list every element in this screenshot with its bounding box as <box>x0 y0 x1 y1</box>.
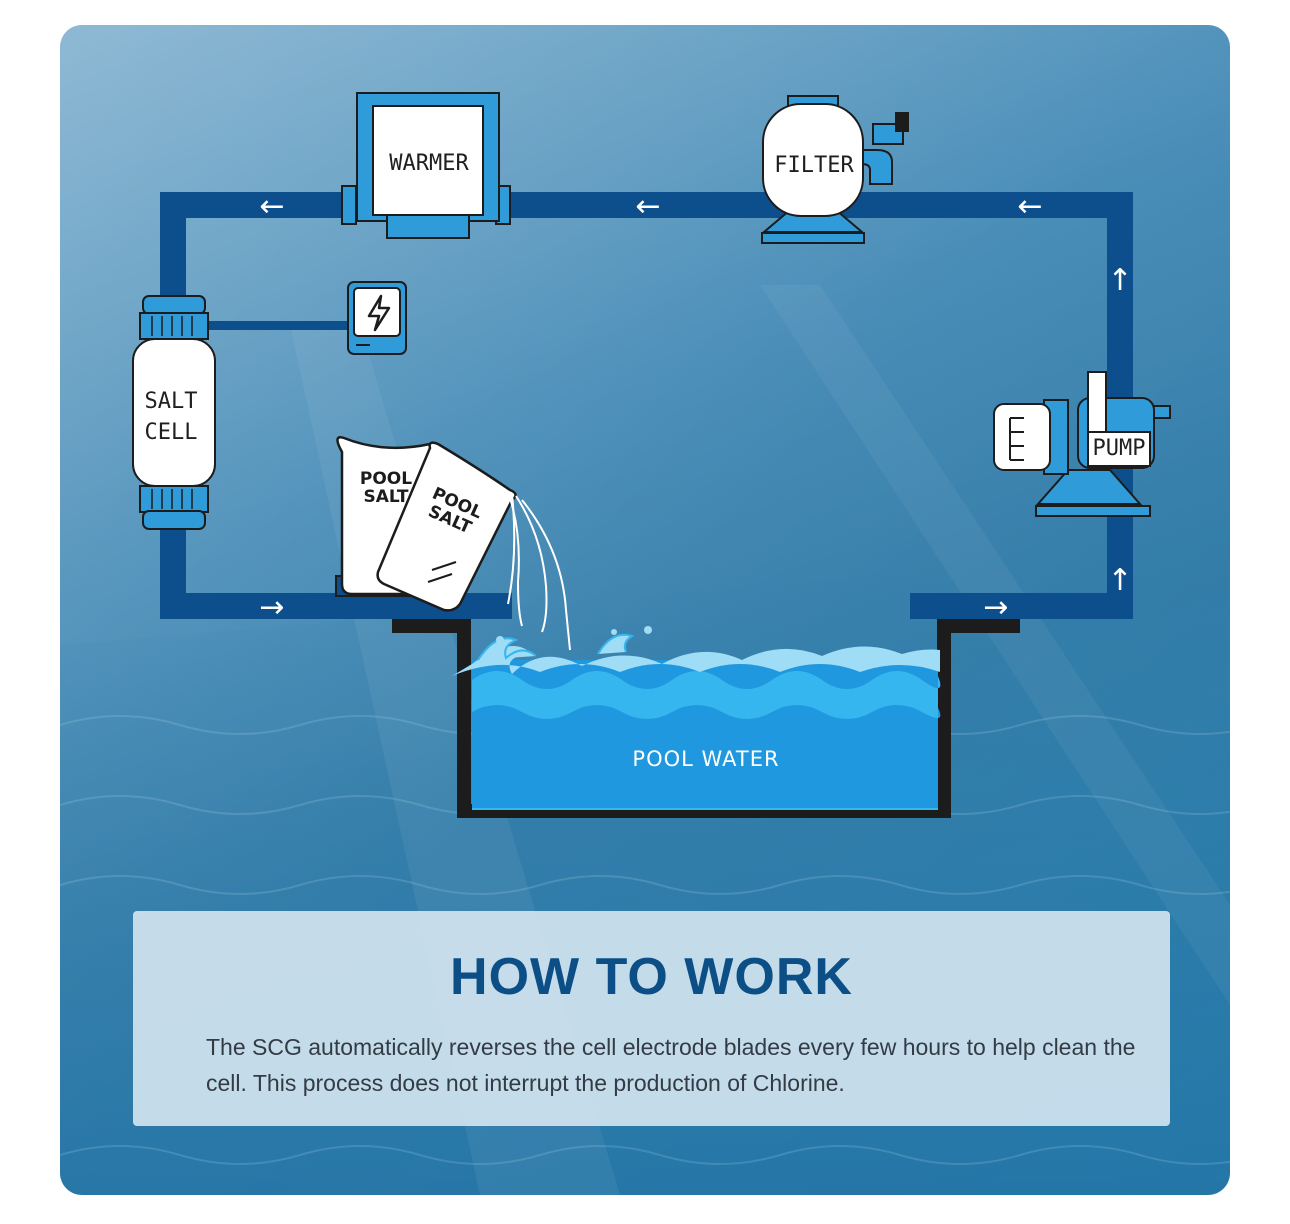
flow-arrow-up-1: ↑ <box>1107 263 1132 298</box>
filter-label: FILTER <box>774 153 854 178</box>
flow-arrow-left-2: ← <box>635 189 660 224</box>
salt-cell-label-line2: CELL <box>145 420 198 445</box>
salt-bag-back-label-line2: SALT <box>363 487 408 507</box>
pump-label: PUMP <box>1093 436 1146 461</box>
salt-cell-label-line1: SALT <box>145 389 198 414</box>
warmer-label: WARMER <box>389 151 469 176</box>
flow-arrow-left-3: ← <box>1017 189 1042 224</box>
heater-icon <box>341 92 511 239</box>
salt-cell-icon <box>132 295 216 530</box>
flow-arrow-right-1: → <box>259 590 284 625</box>
pool-basin <box>392 619 1020 818</box>
salt-bag-back-label-line1: POOL <box>360 469 412 489</box>
pump-icon <box>993 371 1171 517</box>
flow-arrow-up-2: ↑ <box>1107 563 1132 598</box>
how-to-work-panel: HOW TO WORK The SCG automatically revers… <box>133 911 1170 1126</box>
section-title: HOW TO WORK <box>450 948 853 1006</box>
section-description: The SCG automatically reverses the cell … <box>206 1034 1136 1096</box>
salt-bag-icon: POOL SALT POOL SALT <box>335 436 571 651</box>
lightning-power-icon <box>347 281 407 355</box>
filter-tank-icon <box>761 95 909 244</box>
pool-water-label: POOL WATER <box>632 747 779 771</box>
pipe-loop <box>160 192 1133 619</box>
flow-arrow-left-1: ← <box>259 189 284 224</box>
